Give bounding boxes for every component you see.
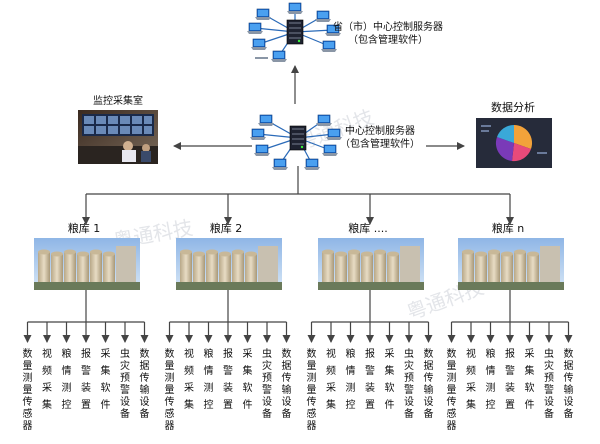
server-tower-icon — [289, 125, 307, 151]
laptop-icon — [251, 38, 267, 50]
laptop-icon — [258, 114, 274, 126]
device-label: 视频采集 — [184, 347, 194, 411]
device-label: 粮情测控 — [486, 347, 496, 411]
device-label: 虫灾预警设备 — [262, 348, 272, 420]
device-label: 采集软件 — [385, 348, 395, 411]
laptop-icon — [316, 114, 332, 126]
province-server-cluster — [247, 2, 341, 62]
laptop-icon — [325, 24, 341, 36]
device-label: 虫灾预警设备 — [404, 348, 414, 420]
device-label: 数据传输设备 — [564, 347, 574, 420]
laptop-icon — [304, 158, 320, 170]
device-label: 视频采集 — [466, 347, 476, 411]
laptop-icon — [247, 22, 263, 34]
laptop-icon — [326, 128, 342, 140]
device-label: 采集软件 — [243, 348, 253, 411]
device-label: 报警装置 — [223, 347, 233, 411]
device-label: 数据传输设备 — [140, 347, 150, 420]
center-server-label-1: 中心控制服务器 — [345, 124, 415, 137]
warehouse-label: 粮库 n — [492, 221, 524, 235]
laptop-icon — [255, 8, 271, 20]
server-tower-icon — [286, 19, 304, 45]
grain-silo-photo — [318, 238, 424, 290]
device-label: 报警装置 — [505, 347, 515, 411]
province-server-label-2: （包含管理软件） — [348, 33, 428, 46]
device-label: 数量测量传感器 — [23, 347, 33, 432]
warehouse-label: 粮库 2 — [210, 221, 243, 235]
device-label: 数量测量传感器 — [447, 347, 457, 432]
monitor-room-image — [78, 110, 158, 164]
laptop-icon — [287, 2, 303, 14]
laptop-icon — [250, 128, 266, 140]
device-label: 粮情测控 — [62, 347, 72, 411]
monitor-room-label: 监控采集室 — [93, 94, 143, 107]
grain-silo-photo — [176, 238, 282, 290]
center-server-label-2: （包含管理软件） — [340, 137, 420, 150]
device-label: 数据传输设备 — [282, 347, 292, 420]
device-label: 数量测量传感器 — [165, 347, 175, 432]
data-analysis-label: 数据分析 — [491, 100, 535, 114]
device-label: 数据传输设备 — [424, 347, 434, 420]
device-label: 粮情测控 — [204, 347, 214, 411]
laptop-icon — [321, 40, 337, 52]
laptop-icon — [254, 144, 270, 156]
warehouse-label: 粮库 .... — [348, 221, 387, 235]
device-label: 视频采集 — [326, 347, 336, 411]
province-server-label-1: 省（市）中心控制服务器 — [333, 20, 443, 33]
device-label: 粮情测控 — [346, 347, 356, 411]
center-server-cluster — [250, 114, 342, 170]
device-label: 数量测量传感器 — [307, 347, 317, 432]
laptop-icon — [322, 144, 338, 156]
laptop-icon — [315, 10, 331, 22]
device-label: 采集软件 — [101, 348, 111, 411]
device-label: 视频采集 — [42, 347, 52, 411]
laptop-icon — [271, 50, 287, 62]
grain-silo-photo — [458, 238, 564, 290]
data-analysis-chart — [476, 118, 552, 168]
device-label: 采集软件 — [525, 348, 535, 411]
device-label: 报警装置 — [365, 347, 375, 411]
device-label: 虫灾预警设备 — [120, 348, 130, 420]
grain-silo-photo — [34, 238, 140, 290]
device-label: 虫灾预警设备 — [544, 348, 554, 420]
warehouse-label: 粮库 1 — [68, 221, 101, 235]
laptop-icon — [272, 158, 288, 170]
device-label: 报警装置 — [81, 347, 91, 411]
